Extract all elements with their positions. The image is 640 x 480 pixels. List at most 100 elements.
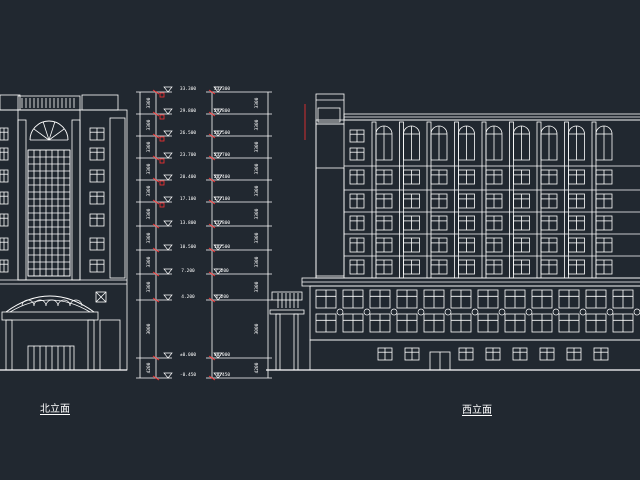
window bbox=[539, 347, 555, 361]
arched-window bbox=[430, 125, 448, 161]
north-podium-side bbox=[99, 319, 121, 371]
window bbox=[89, 259, 105, 273]
level-triangle bbox=[163, 108, 173, 115]
window bbox=[477, 289, 499, 309]
window bbox=[349, 193, 365, 209]
story-height-left: 3300 bbox=[146, 163, 152, 174]
window bbox=[396, 289, 418, 309]
west-pilaster bbox=[371, 121, 377, 279]
west-end-wall bbox=[315, 123, 345, 279]
dim-tick bbox=[152, 89, 160, 95]
dim-tick bbox=[208, 177, 216, 183]
level-triangle bbox=[163, 152, 173, 159]
level-triangle bbox=[163, 294, 173, 301]
level-mark-left: 29.800 bbox=[180, 108, 197, 114]
level-triangle bbox=[213, 108, 223, 115]
story-height-left: 3300 bbox=[146, 185, 152, 196]
story-height-right: 3300 bbox=[254, 281, 260, 292]
story-height-left: 4200 bbox=[146, 362, 152, 373]
level-mark-left: 26.500 bbox=[180, 130, 197, 136]
window bbox=[403, 193, 420, 209]
window bbox=[531, 313, 553, 333]
north-canopy-arch bbox=[69, 299, 83, 307]
level-triangle bbox=[163, 268, 173, 275]
window bbox=[485, 193, 503, 209]
window bbox=[423, 289, 445, 309]
dim-tick bbox=[152, 355, 160, 361]
window bbox=[512, 347, 528, 361]
arched-window bbox=[375, 125, 393, 161]
window bbox=[0, 169, 9, 183]
level-mark-left: ±0.000 bbox=[180, 352, 197, 358]
window bbox=[375, 193, 393, 209]
dim-tick bbox=[152, 133, 160, 139]
arched-window-frame bbox=[595, 125, 613, 161]
story-height-right: 3300 bbox=[254, 208, 260, 219]
level-mark-left: 17.100 bbox=[180, 196, 197, 202]
level-triangle bbox=[213, 152, 223, 159]
story-height-left: 3300 bbox=[146, 119, 152, 130]
level-triangle bbox=[213, 130, 223, 137]
level-mark-right: 13.800 bbox=[214, 220, 231, 226]
arched-window-frame bbox=[430, 125, 448, 161]
level-mark-left: 20.400 bbox=[180, 174, 197, 180]
window bbox=[612, 313, 634, 333]
level-triangle bbox=[213, 294, 223, 301]
arched-window-frame bbox=[568, 125, 585, 161]
window bbox=[0, 259, 9, 273]
dim-tick bbox=[152, 297, 160, 303]
north-elevation-label: 北立面 bbox=[40, 404, 70, 415]
level-mark-right: ±0.000 bbox=[214, 352, 231, 358]
west-elevation-drawing bbox=[266, 93, 640, 371]
level-triangle bbox=[163, 372, 173, 379]
window bbox=[568, 169, 585, 185]
north-parapet-right bbox=[81, 94, 119, 111]
dim-marker bbox=[159, 136, 165, 142]
dim-marker bbox=[159, 158, 165, 164]
arched-window bbox=[540, 125, 558, 161]
west-pilaster bbox=[481, 121, 487, 279]
north-canopy-arch bbox=[33, 299, 47, 307]
story-height-right: 3300 bbox=[254, 232, 260, 243]
window bbox=[513, 259, 530, 275]
level-mark-right: 29.800 bbox=[214, 108, 231, 114]
window bbox=[477, 313, 499, 333]
fan-window-rib bbox=[33, 128, 50, 141]
level-triangle bbox=[163, 244, 173, 251]
dim-tick bbox=[208, 199, 216, 205]
window bbox=[369, 289, 391, 309]
window bbox=[612, 289, 634, 309]
window bbox=[396, 313, 418, 333]
podium-medallion bbox=[471, 308, 479, 316]
window bbox=[595, 237, 613, 253]
window bbox=[89, 213, 105, 227]
window bbox=[485, 169, 503, 185]
window bbox=[568, 215, 585, 231]
podium-medallion bbox=[336, 308, 344, 316]
west-pilaster bbox=[536, 121, 542, 279]
level-mark-right: -0.450 bbox=[214, 372, 231, 378]
dim-marker bbox=[159, 114, 165, 120]
story-height-right: 4200 bbox=[254, 362, 260, 373]
window bbox=[595, 169, 613, 185]
west-pilaster bbox=[426, 121, 432, 279]
story-height-left: 3300 bbox=[146, 208, 152, 219]
dim-marker bbox=[159, 92, 165, 98]
dim-tick bbox=[208, 155, 216, 161]
window bbox=[513, 193, 530, 209]
dim-tick bbox=[152, 247, 160, 253]
window bbox=[458, 215, 475, 231]
window bbox=[531, 289, 553, 309]
window bbox=[89, 127, 105, 141]
west-elevation-label: 西立面 bbox=[462, 405, 492, 416]
dim-tick bbox=[152, 271, 160, 277]
dim-tick bbox=[152, 155, 160, 161]
window bbox=[375, 169, 393, 185]
dim-tick bbox=[208, 271, 216, 277]
window bbox=[403, 237, 420, 253]
west-pilaster bbox=[591, 121, 597, 279]
podium-medallion bbox=[552, 308, 560, 316]
window-cross bbox=[95, 291, 107, 303]
window bbox=[430, 169, 448, 185]
